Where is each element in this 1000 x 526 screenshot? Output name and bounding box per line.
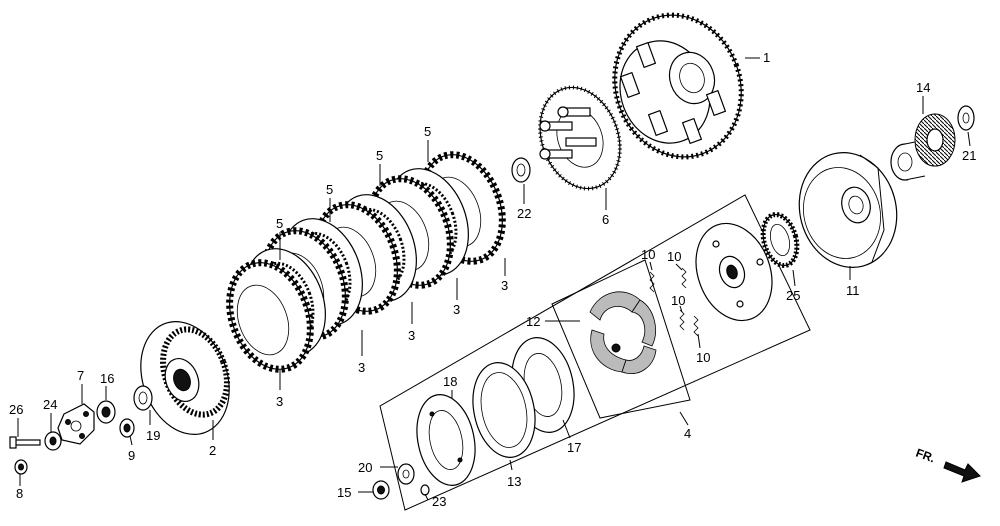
callout-19: 19	[146, 428, 160, 443]
callout-12: 12	[526, 314, 540, 329]
callout-25: 25	[786, 288, 800, 303]
callout-3-d: 3	[453, 302, 460, 317]
callout-20: 20	[358, 460, 372, 475]
washer-19	[133, 385, 153, 411]
callout-10-c: 10	[671, 293, 685, 308]
callout-23: 23	[432, 494, 446, 509]
callout-5-d: 5	[424, 124, 431, 139]
plate-18	[416, 394, 476, 486]
callout-2: 2	[209, 443, 216, 458]
callout-15: 15	[337, 485, 351, 500]
callout-3-e: 3	[501, 278, 508, 293]
one-way-clutch-25	[760, 212, 800, 268]
callout-10-a: 10	[641, 247, 655, 262]
clutch-center-hub	[140, 321, 230, 435]
callout-24: 24	[43, 397, 57, 412]
callout-5-a: 5	[276, 216, 283, 231]
callout-3-b: 3	[358, 360, 365, 375]
callout-3-a: 3	[276, 394, 283, 409]
callout-10-b: 10	[667, 249, 681, 264]
springs-10	[649, 267, 699, 337]
collar-9	[119, 418, 135, 438]
front-direction-indicator: FR.	[914, 446, 981, 483]
callout-21: 21	[962, 148, 976, 163]
callout-8: 8	[16, 486, 23, 501]
front-arrow-icon	[943, 461, 981, 483]
washer-22	[511, 157, 531, 183]
lifter-plate-7	[57, 403, 95, 445]
nut-8	[14, 459, 28, 475]
callout-6: 6	[602, 212, 609, 227]
plate-13	[472, 362, 536, 458]
callout-13: 13	[507, 474, 521, 489]
callout-10-d: 10	[696, 350, 710, 365]
centrifugal-clutch-assembly-outline	[379, 194, 811, 511]
front-label: FR.	[914, 446, 937, 466]
callout-7: 7	[77, 368, 84, 383]
callout-16: 16	[100, 371, 114, 386]
clutch-outer-basket	[612, 12, 744, 160]
clutch-weights-12	[589, 291, 657, 374]
callout-4: 4	[684, 426, 691, 441]
clutch-drum-11	[798, 152, 898, 268]
callout-22: 22	[517, 206, 531, 221]
drive-plate	[695, 222, 773, 322]
washer-24	[44, 431, 62, 451]
callout-18: 18	[443, 374, 457, 389]
callout-1: 1	[763, 50, 770, 65]
callout-5-c: 5	[376, 148, 383, 163]
nut-23	[420, 484, 430, 496]
bearing-16	[96, 400, 116, 424]
bolt-26	[9, 436, 41, 449]
callout-14: 14	[916, 80, 930, 95]
washer-21	[957, 105, 975, 131]
friction-disc-stack	[226, 151, 506, 373]
callout-9: 9	[128, 448, 135, 463]
nut-15	[372, 480, 390, 500]
primary-drive-gear-14	[890, 113, 956, 181]
pressure-plate	[538, 85, 622, 191]
callout-26: 26	[9, 402, 23, 417]
callout-11: 11	[846, 283, 860, 298]
washer-20	[397, 463, 415, 485]
callout-17: 17	[567, 440, 581, 455]
callout-3-c: 3	[408, 328, 415, 343]
callout-5-b: 5	[326, 182, 333, 197]
